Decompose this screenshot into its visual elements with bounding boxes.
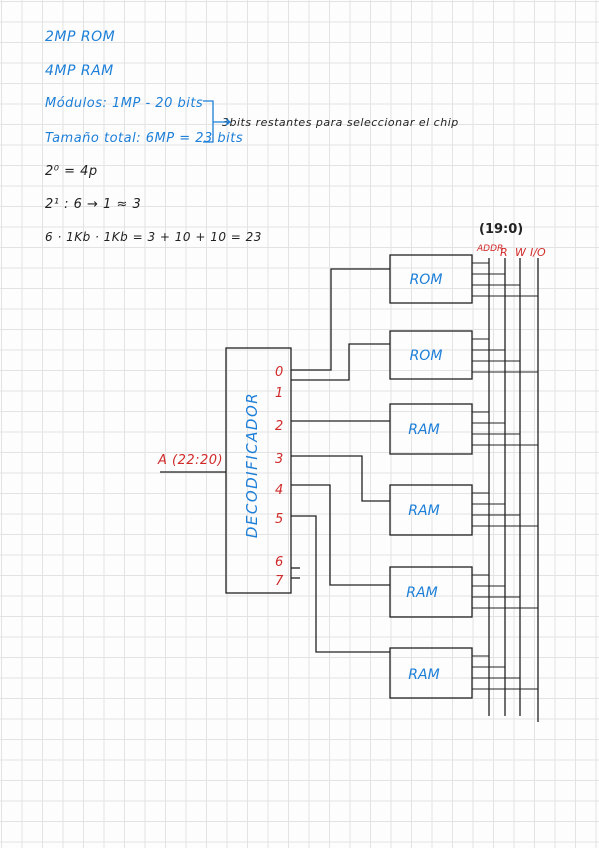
- w-label: W: [515, 246, 527, 259]
- chip-box: [389, 484, 473, 536]
- chip-label: RAM: [408, 667, 439, 683]
- power-one-note: 2¹ : 6 → 1 ≈ 3: [45, 197, 142, 212]
- chip-rom-1: ROM: [389, 254, 473, 304]
- select-wire-4: [291, 484, 390, 586]
- decoder-box: [225, 347, 292, 594]
- output-number-6: 6: [275, 555, 283, 570]
- output-number-0: 0: [275, 365, 283, 380]
- select-wire-3: [291, 455, 390, 502]
- chip-select-wires: [291, 268, 390, 653]
- bus-range-label: (19:0): [479, 222, 523, 237]
- chip-label: ROM: [410, 348, 443, 364]
- chip-box: [389, 330, 473, 380]
- power-zero-note: 2⁰ = 4p: [45, 164, 98, 179]
- right-brace: [203, 100, 232, 143]
- output-number-4: 4: [275, 483, 283, 498]
- chip-box: [389, 647, 473, 699]
- output-number-7: 7: [275, 574, 284, 589]
- bus-labels: ADDR R W I/O: [476, 244, 546, 259]
- chip-rom-2: ROM: [389, 330, 473, 380]
- chip-label: RAM: [408, 422, 439, 438]
- memory-chips: ROM ROM RAM RAM RAM RAM: [389, 254, 473, 699]
- output-number-2: 2: [275, 419, 283, 434]
- modules-note: Módulos: 1MP - 20 bits: [45, 96, 204, 111]
- brace-note: 3bits restantes para seleccionar el chip: [222, 116, 459, 129]
- io-label: I/O: [530, 246, 546, 259]
- decoder-output-numbers: 0 1 2 3 4 5 6 7: [275, 365, 284, 589]
- calculation-note: 6 · 1Kb · 1Kb = 3 + 10 + 10 = 23: [45, 230, 262, 244]
- ram-count-note: 4MP RAM: [45, 63, 114, 79]
- output-number-1: 1: [275, 386, 283, 401]
- chip-ram-2: RAM: [389, 484, 473, 536]
- decoder-label: DECODIFICADOR: [243, 392, 261, 538]
- chip-label: RAM: [406, 585, 437, 601]
- chip-ram-4: RAM: [389, 647, 473, 699]
- chip-ram-3: RAM: [389, 566, 473, 618]
- total-size-note: Tamaño total: 6MP = 23 bits: [45, 131, 244, 146]
- chip-box: [389, 403, 473, 455]
- chip-label: ROM: [410, 272, 443, 288]
- addr-label: ADDR: [476, 244, 503, 254]
- chip-label: RAM: [408, 503, 439, 519]
- select-wire-0: [291, 268, 390, 371]
- chip-ram-1: RAM: [389, 403, 473, 455]
- chip-box: [389, 254, 473, 304]
- r-label: R: [500, 246, 508, 259]
- chip-box: [389, 566, 473, 618]
- select-wire-1: [291, 343, 390, 381]
- bus-connections: [472, 262, 538, 690]
- output-number-3: 3: [275, 452, 283, 467]
- select-wire-5: [291, 515, 390, 653]
- output-number-5: 5: [275, 512, 283, 527]
- bus: [488, 258, 539, 722]
- decoder-input-label: A (22:20): [158, 453, 224, 468]
- rom-count-note: 2MP ROM: [45, 29, 116, 45]
